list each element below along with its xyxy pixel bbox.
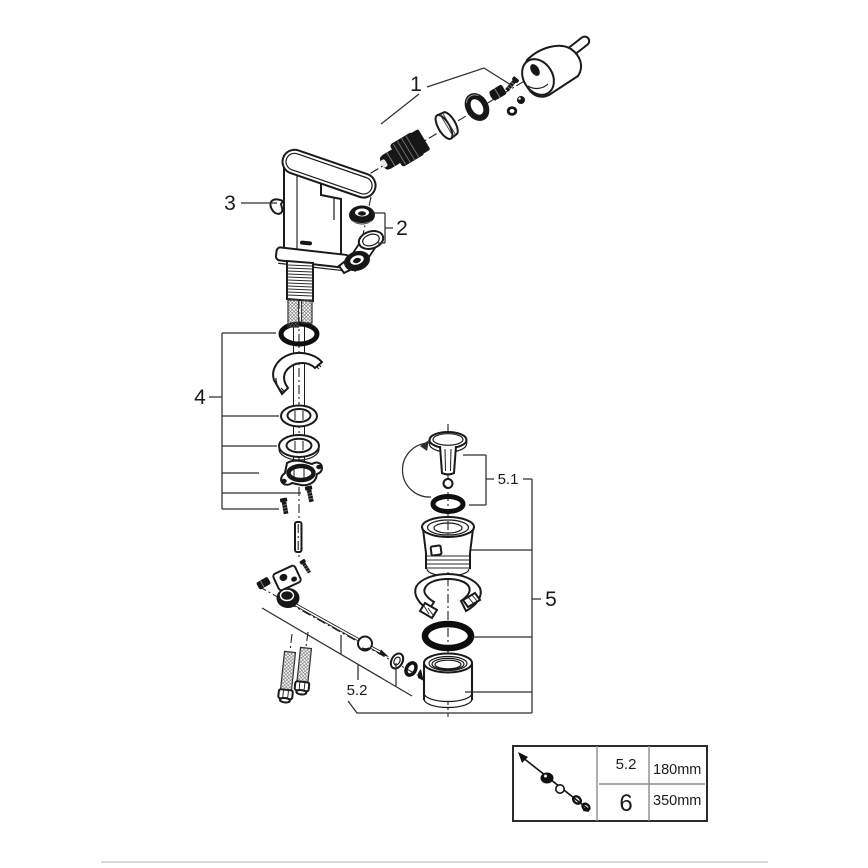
adapter-sleeve [489,84,507,101]
drain-o-ring [421,620,475,652]
callout-labels: 1 2 3 4 5 5.1 5.2 [194,73,557,699]
spout [281,148,377,199]
mounting-nut-ring [434,111,459,140]
drain-flange [421,516,475,577]
mounting-bracket [279,459,324,487]
callout-5-2: 5.2 [347,682,368,699]
rod-clamp [256,559,312,592]
drain-horseshoe-washer [414,572,482,620]
callout-4: 4 [194,386,206,409]
washer-lower [278,434,320,461]
aerator-group [337,205,385,275]
lift-rod [295,603,389,657]
lift-rod-group [256,559,418,704]
table-val-180mm: 180mm [653,762,701,778]
table-ref-5-2: 5.2 [616,756,637,773]
table-val-350mm: 350mm [653,793,701,809]
callout-2: 2 [396,217,408,240]
table-part-thumbnail [518,752,591,812]
popup-plug [428,431,468,489]
mounting-stack-group [272,321,324,553]
temperature-limiter-tab [269,198,285,215]
horseshoe-gasket [272,351,324,396]
mounting-screw-right [304,485,314,503]
rod-washer [389,652,405,670]
drain-assembly-group [401,431,482,709]
rod-ring [404,661,418,677]
reference-table: 5.2 180mm 6 350mm [512,745,708,822]
screw-ball-highlight [518,97,521,100]
escutcheon-ring [464,93,490,121]
supply-hoses-upper [287,299,313,328]
aerator-spout [337,230,385,275]
callout-5: 5 [545,588,557,611]
handle-lever [521,35,591,98]
drain-body [417,652,474,709]
table-ref-6: 6 [619,790,632,817]
screw-ball [517,96,525,104]
mounting-screw-left [279,497,289,515]
threaded-shank [286,259,314,303]
pivot-donut [276,588,300,608]
handle-assembly-group [379,35,591,170]
rotation-arrow [401,440,432,498]
threaded-stud [294,521,303,553]
callout-5-1: 5.1 [498,471,519,488]
washer-upper [280,404,318,428]
aerator-seal-ring [349,205,375,225]
plug-seal-ring [430,494,466,514]
handle-screw [505,76,520,92]
supply-hoses-lower [277,646,313,704]
callout-3: 3 [224,192,236,215]
cartridge [379,129,430,170]
screw-nut [506,106,518,116]
leader-lines [209,67,541,714]
callout-1: 1 [410,73,422,96]
rod-ball-joint [357,635,373,652]
